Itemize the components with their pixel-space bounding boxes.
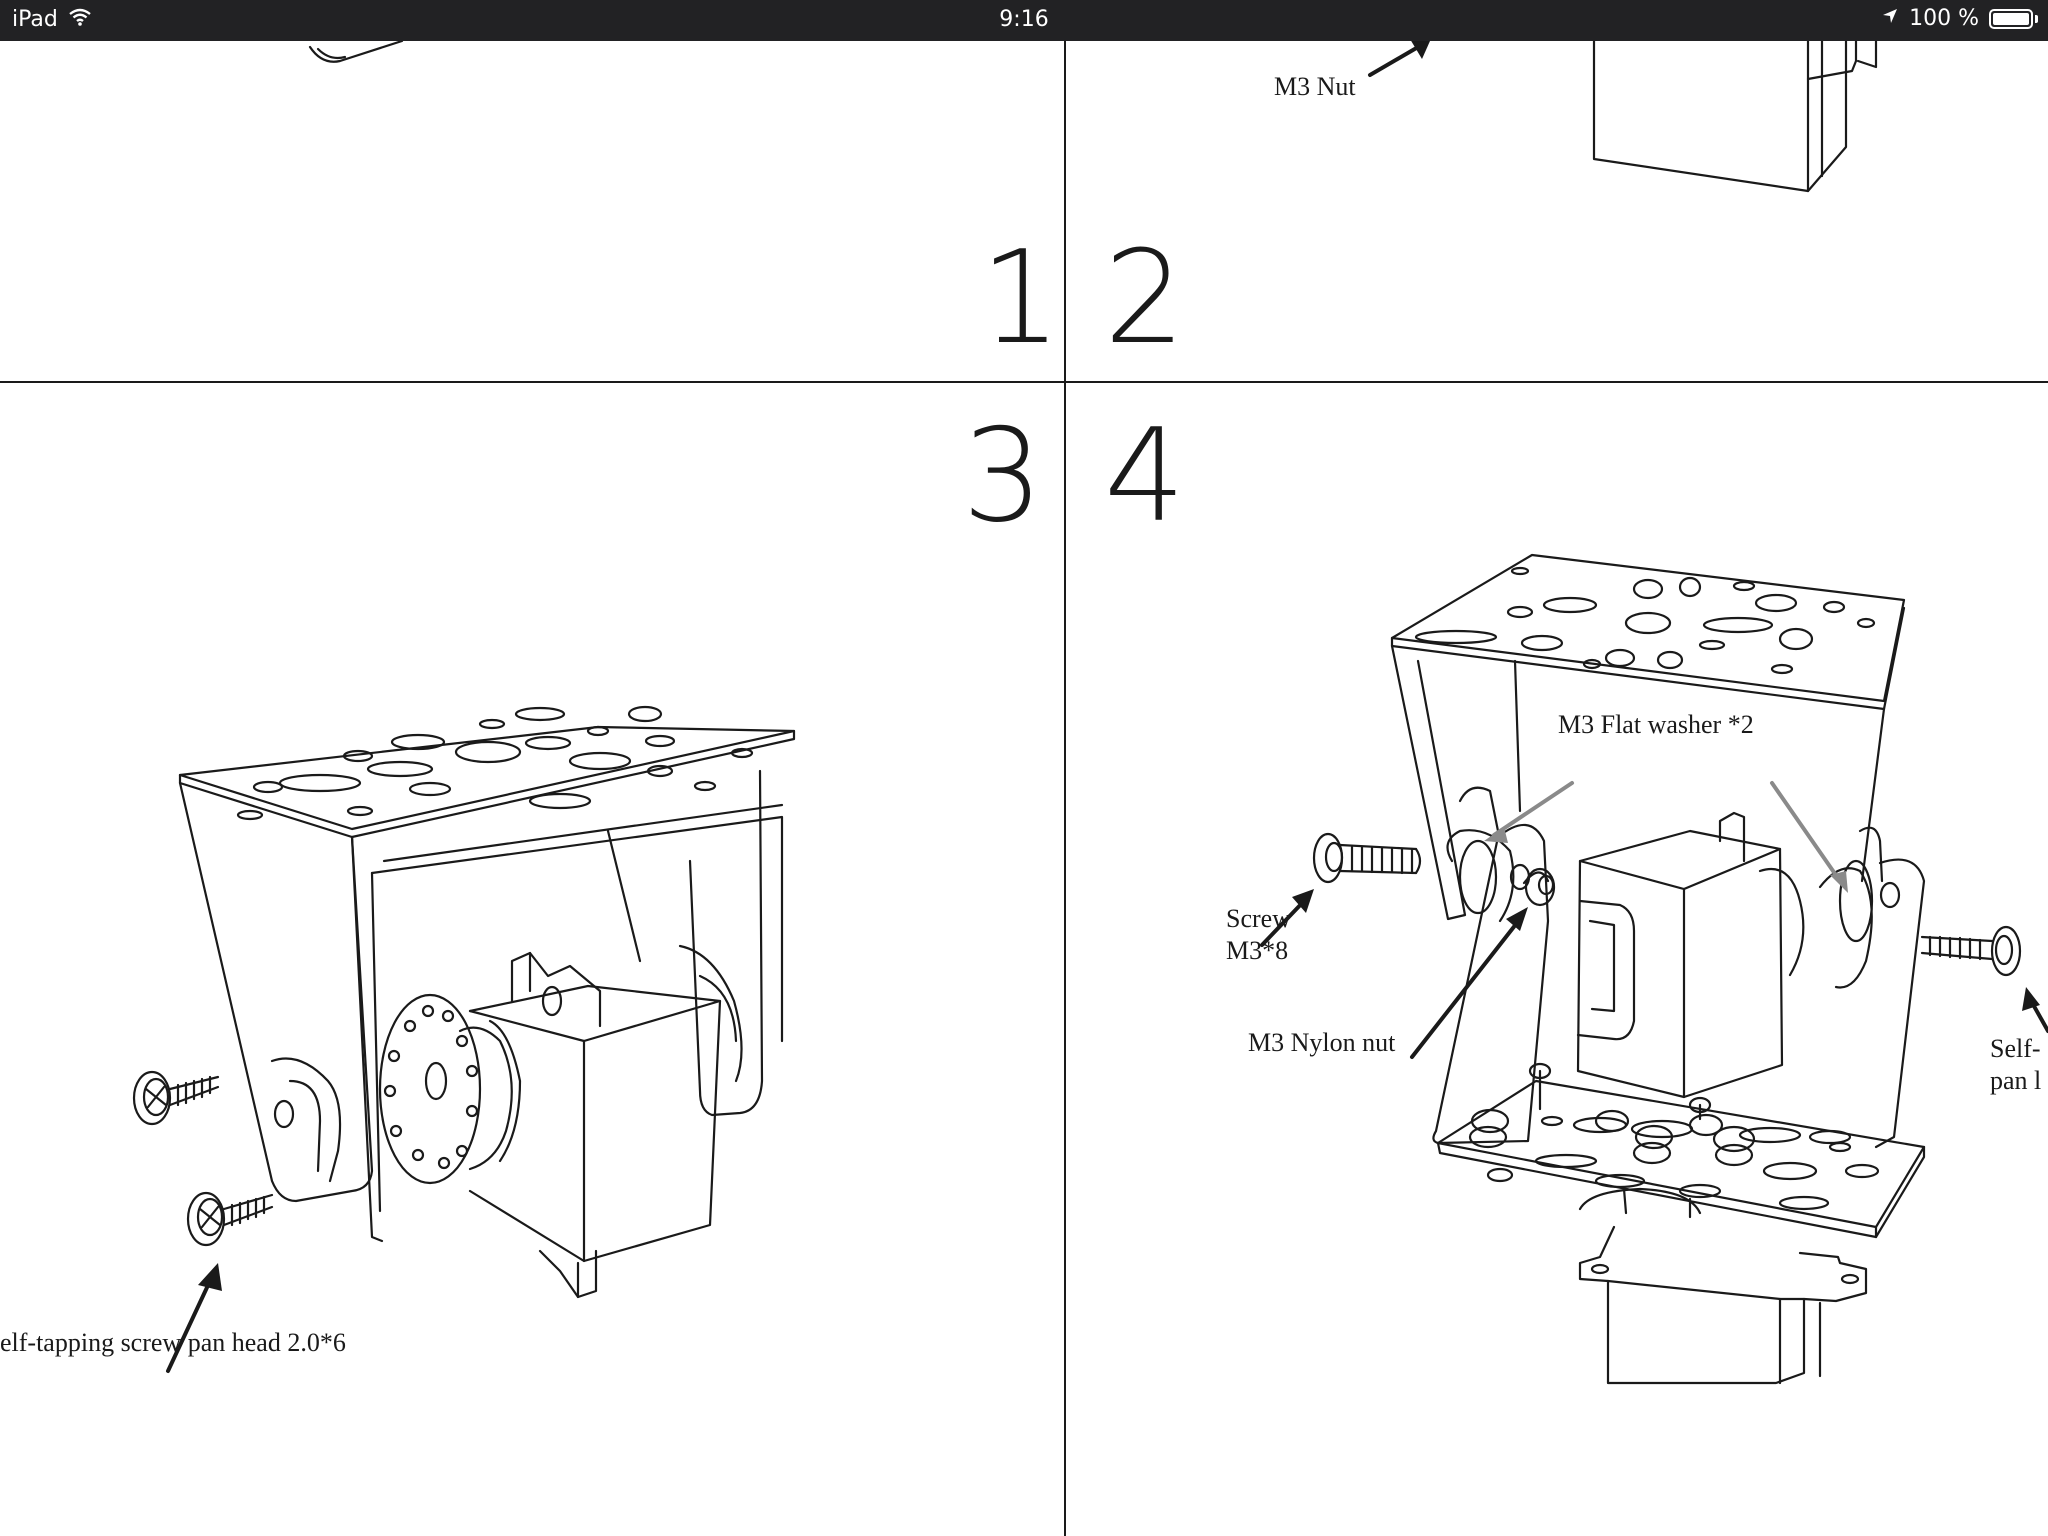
step3-screw-upper [134, 1072, 218, 1124]
status-bar: iPad 9:16 100 % [0, 0, 2048, 41]
document-page[interactable]: 1 2 3 4 M3 Nut elf-tapping screw pan hea… [0, 41, 2048, 1536]
battery-cap [2035, 14, 2038, 23]
label-m3-nut: M3 Nut [1274, 72, 1356, 101]
vertical-divider [1064, 41, 1066, 1536]
step-number-4: 4 [1104, 402, 1186, 551]
label-m3-nylon-nut: M3 Nylon nut [1248, 1028, 1396, 1057]
battery-icon [1989, 8, 2033, 29]
step1-part-illustration [310, 41, 402, 62]
status-time: 9:16 [999, 7, 1049, 32]
horizontal-divider [0, 381, 2048, 383]
device-name: iPad [12, 7, 58, 32]
battery-fill [1993, 12, 2029, 25]
step-number-2: 2 [1104, 224, 1186, 373]
step4-arrow-right-icon [2022, 987, 2048, 1031]
step4-screw-right [1922, 927, 2020, 975]
label-screw: Screw [1226, 904, 1291, 933]
label-pan-right: pan l [1990, 1066, 2042, 1095]
label-self-tapping-screw: elf-tapping screw pan head 2.0*6 [0, 1328, 346, 1357]
step2-arrow-icon [1370, 41, 1430, 75]
location-arrow-icon [1881, 6, 1899, 31]
assembly-illustrations [0, 41, 2048, 1536]
step4-washer-arrow-right-icon [1772, 783, 1848, 893]
step4-washer-arrow-left-icon [1484, 783, 1572, 843]
step4-assembly-illustration [1392, 555, 1924, 1383]
step2-servo-illustration [1594, 41, 1876, 191]
step3-screw-lower [188, 1193, 272, 1245]
label-self-right: Self- [1990, 1034, 2041, 1063]
wifi-icon [68, 7, 92, 32]
step3-bracket-illustration [180, 707, 794, 1297]
label-m3-flat-washer: M3 Flat washer *2 [1558, 710, 1754, 739]
step4-screw-m3-8 [1314, 834, 1420, 882]
step-number-1: 1 [980, 224, 1062, 373]
battery-percent: 100 % [1909, 6, 1979, 31]
step3-arrow-icon [168, 1263, 222, 1371]
step-number-3: 3 [962, 402, 1044, 551]
status-left: iPad [12, 7, 92, 32]
step4-arrow-screw-icon [1262, 889, 1314, 945]
label-screw-size: M3*8 [1226, 936, 1289, 965]
step4-nylon-nut [1526, 869, 1554, 905]
status-right: 100 % [1881, 6, 2038, 31]
step4-arrow-nylon-nut-icon [1412, 907, 1528, 1057]
